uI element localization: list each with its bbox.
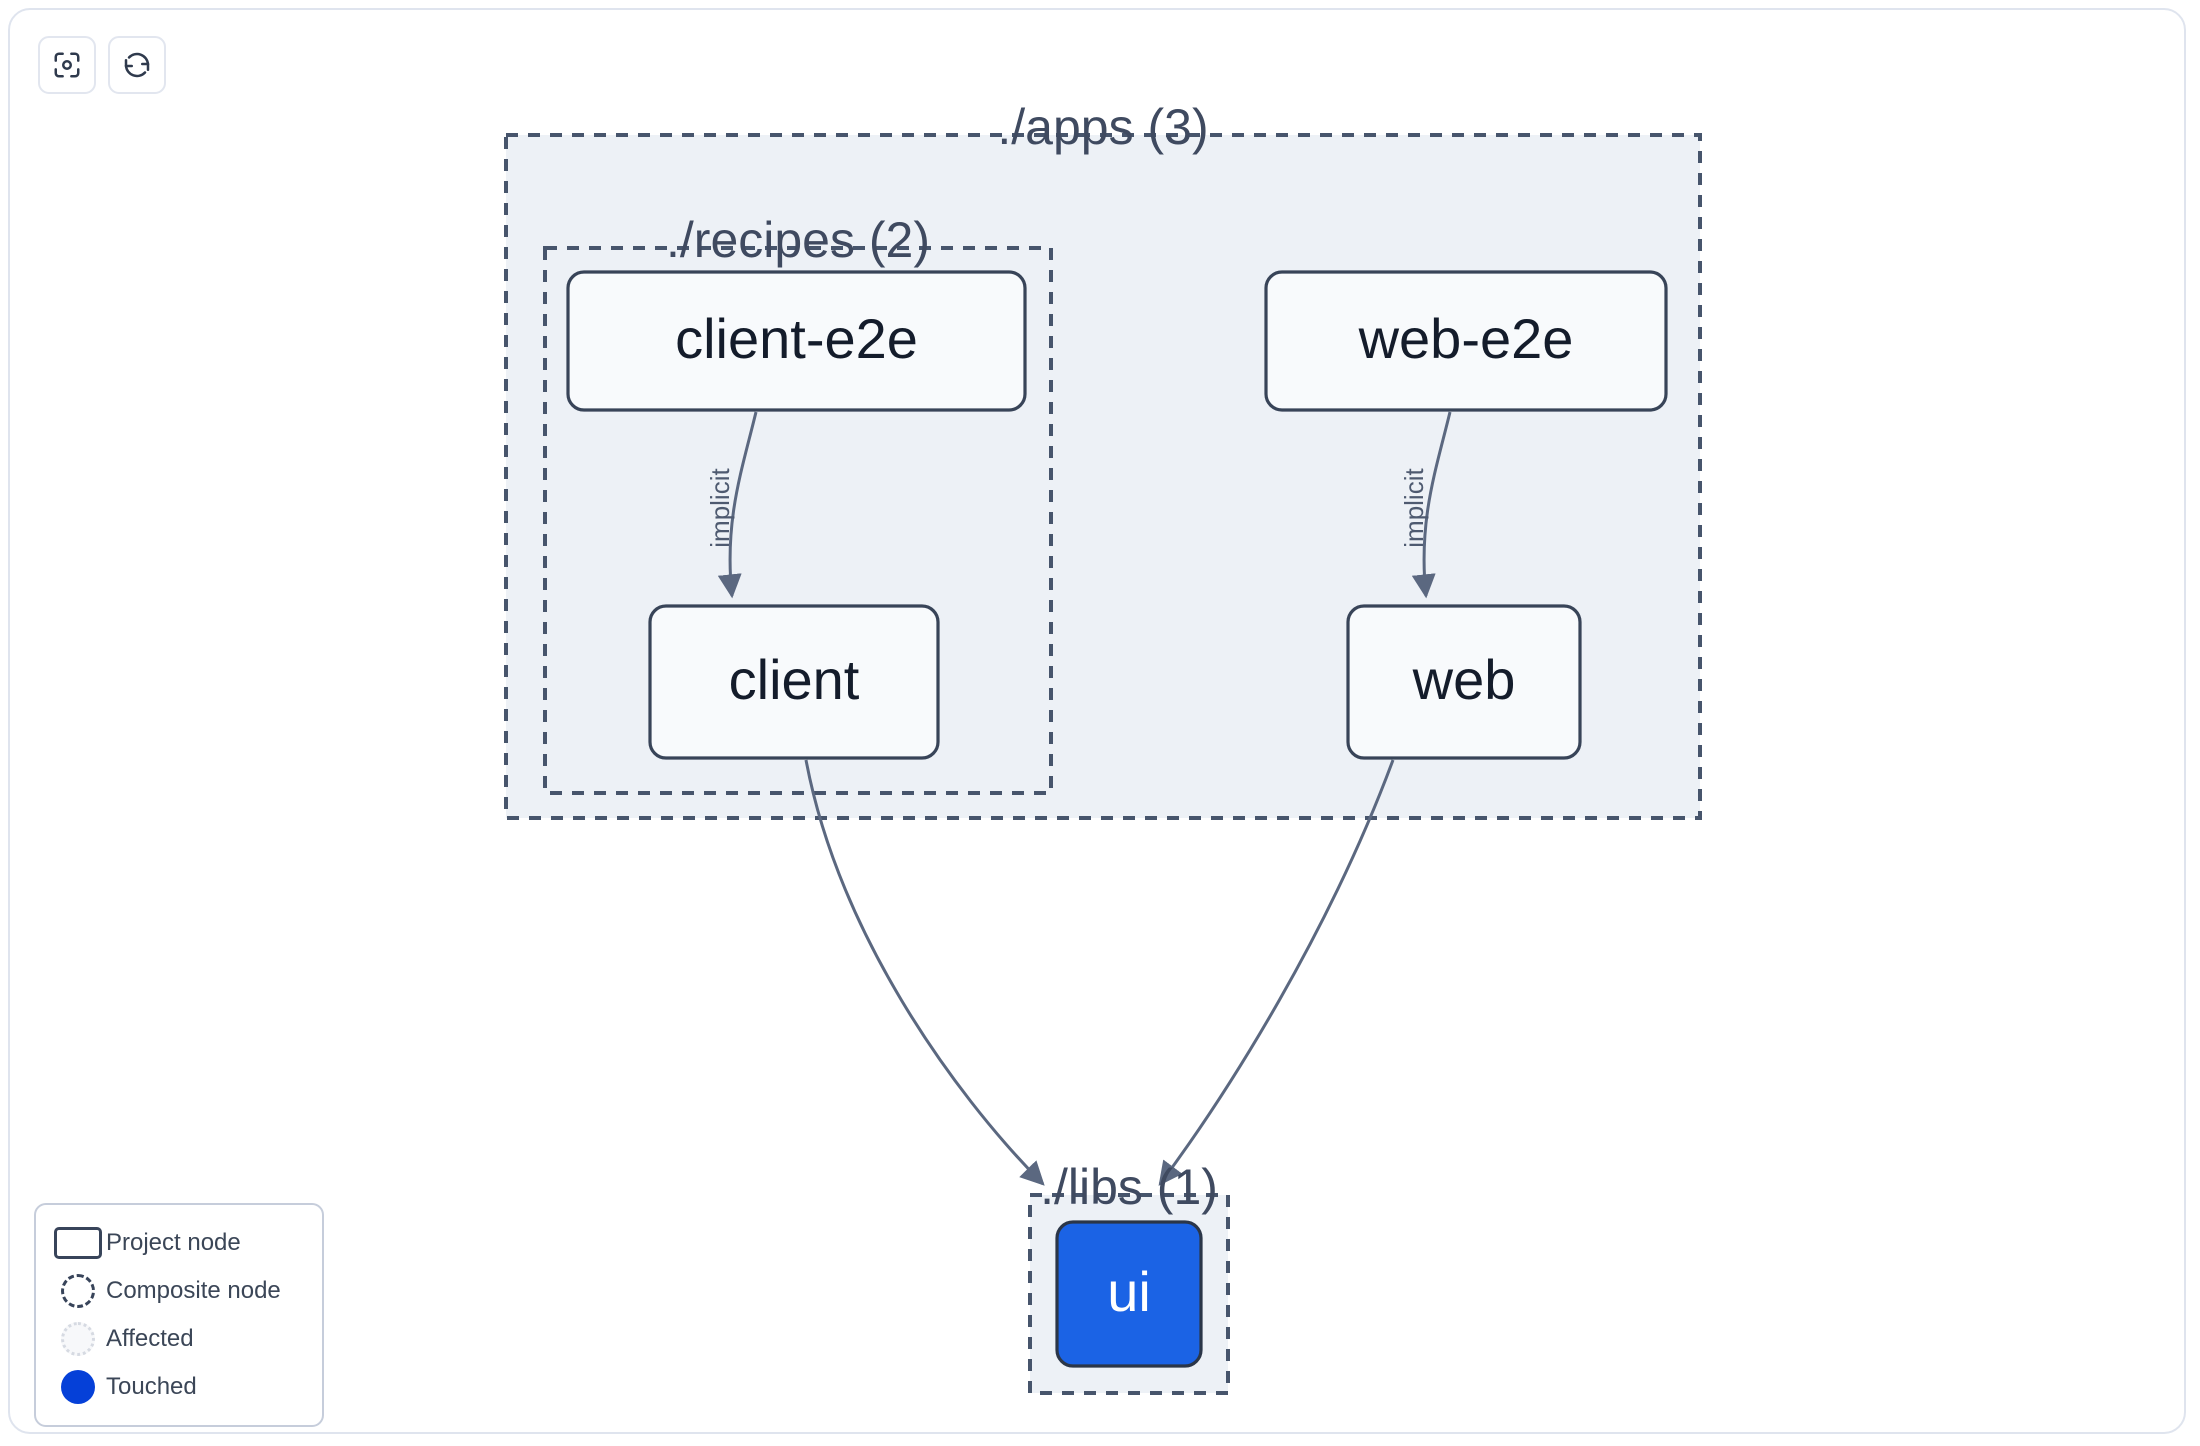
project-node-ui[interactable]: ui xyxy=(1055,1220,1203,1368)
legend-item-project-node: Project node xyxy=(50,1219,306,1267)
node-box-ui xyxy=(1055,1220,1203,1368)
legend-label-affected: Affected xyxy=(106,1325,194,1352)
group-label-recipes: ./recipes (2) xyxy=(666,212,930,268)
project-node-web-e2e[interactable]: web-e2e xyxy=(1264,270,1668,412)
affected-swatch-icon xyxy=(50,1322,106,1356)
group-labels-layer: ./apps (3) ./recipes (2) ./libs (1) xyxy=(666,99,1218,1215)
refresh-graph-button[interactable] xyxy=(108,36,166,94)
node-label-web-e2e: web-e2e xyxy=(1358,307,1574,370)
group-label-libs: ./libs (1) xyxy=(1040,1159,1218,1215)
graph-legend: Project node Composite node Affected Tou… xyxy=(34,1203,324,1427)
node-label-web: web xyxy=(1412,648,1516,711)
legend-item-composite-node: Composite node xyxy=(50,1267,306,1315)
project-node-client[interactable]: client xyxy=(648,604,940,760)
edge-client-e2e-to-client[interactable] xyxy=(717,411,758,599)
edge-label-client-e2e-to-client: implicit xyxy=(705,468,735,548)
focus-graph-button[interactable] xyxy=(38,36,96,94)
legend-label-composite-node: Composite node xyxy=(106,1277,281,1304)
graph-edges-layer: implicit implicit xyxy=(705,411,1452,1186)
node-box-web-e2e xyxy=(1264,270,1668,412)
node-label-client-e2e: client-e2e xyxy=(675,307,918,370)
node-label-ui: ui xyxy=(1107,1260,1151,1323)
graph-nodes-layer: client-e2e web-e2e client web ui xyxy=(566,270,1668,1368)
edge-web-to-ui[interactable] xyxy=(1158,759,1395,1186)
group-label-apps: ./apps (3) xyxy=(997,99,1208,155)
legend-item-touched: Touched xyxy=(50,1363,306,1411)
composite-node-swatch-icon xyxy=(50,1274,106,1308)
node-label-client: client xyxy=(729,648,860,711)
project-node-web[interactable]: web xyxy=(1346,604,1582,760)
project-node-swatch-icon xyxy=(50,1227,106,1259)
edge-client-to-ui[interactable] xyxy=(804,759,1045,1186)
node-box-client xyxy=(648,604,940,760)
legend-label-project-node: Project node xyxy=(106,1229,241,1256)
legend-item-affected: Affected xyxy=(50,1315,306,1363)
node-box-client-e2e xyxy=(566,270,1027,412)
legend-label-touched: Touched xyxy=(106,1373,197,1400)
focus-target-icon xyxy=(52,50,82,80)
refresh-sync-icon xyxy=(122,50,152,80)
edge-label-web-e2e-to-web: implicit xyxy=(1399,468,1429,548)
node-box-web xyxy=(1346,604,1582,760)
edge-web-e2e-to-web[interactable] xyxy=(1411,411,1452,599)
graph-toolbar xyxy=(38,36,166,94)
touched-swatch-icon xyxy=(50,1370,106,1404)
project-node-client-e2e[interactable]: client-e2e xyxy=(566,270,1027,412)
